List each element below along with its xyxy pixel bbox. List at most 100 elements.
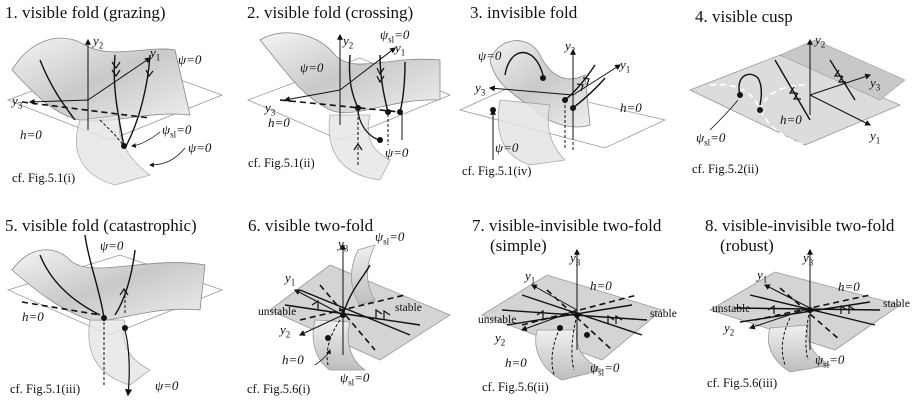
- panel-8-subtitle: (robust): [720, 236, 774, 255]
- label-y2: y2: [815, 32, 826, 50]
- label-y1: y1: [150, 45, 161, 63]
- trajectory: [829, 59, 856, 101]
- panel-1-reference: cf. Fig.5.1(i): [12, 171, 76, 185]
- trajectory: [379, 54, 389, 113]
- label-y3: y3: [475, 80, 486, 98]
- panel-8-diagram: [709, 248, 901, 373]
- trajectory: [326, 319, 341, 366]
- flow-arrow: [376, 75, 385, 84]
- label-unstable: unstable: [478, 314, 517, 326]
- trajectory: [284, 304, 421, 326]
- fold-point: [325, 335, 331, 341]
- flow-arrow: [311, 299, 319, 309]
- label-psi: ψ=0: [178, 52, 202, 67]
- flow-arrow: [119, 287, 129, 296]
- label-h-top: h=0: [590, 278, 612, 293]
- flow-arrow: [353, 142, 363, 151]
- fold-point: [122, 325, 128, 331]
- trajectory: [564, 64, 596, 101]
- label-y2: y2: [565, 38, 576, 56]
- fold-point: [101, 315, 107, 321]
- label-y1: y1: [285, 270, 296, 288]
- label-psi-sl: ψsl=0: [162, 122, 192, 140]
- label-y3: y3: [338, 236, 349, 254]
- label-unstable: unstable: [258, 306, 297, 318]
- label-y2: y2: [724, 320, 735, 338]
- panel-6-diagram: [269, 243, 451, 371]
- label-y1: y1: [757, 267, 768, 285]
- label-h: h=0: [505, 355, 527, 370]
- label-h: h=0: [838, 279, 860, 294]
- label-y2: y2: [280, 322, 291, 340]
- fold-line: [546, 289, 613, 351]
- trajectory: [124, 54, 151, 149]
- label-y1: y1: [870, 128, 881, 146]
- label-stable: stable: [395, 302, 422, 314]
- trajectory: [99, 119, 125, 147]
- label-y3: y3: [265, 100, 276, 118]
- fold-point: [397, 109, 403, 115]
- flow-arrow: [536, 309, 544, 319]
- axis-y1: [763, 284, 811, 309]
- axis-y3: [488, 85, 574, 96]
- label-psi-sl-2: ψsl=0: [340, 370, 370, 388]
- axis-y1: [339, 47, 396, 91]
- trajectory: [572, 77, 606, 109]
- label-psi: ψ=0: [100, 238, 124, 253]
- label-y1: y1: [525, 268, 536, 286]
- panel-6-reference: cf. Fig.5.6(i): [247, 382, 311, 396]
- flow-arrow: [833, 69, 842, 77]
- axis-y1: [87, 57, 151, 101]
- trajectory: [299, 289, 411, 336]
- lower-surface: [497, 99, 566, 166]
- panel-7-reference: cf. Fig.5.6(ii): [482, 380, 549, 394]
- two-fold-point: [340, 312, 346, 318]
- flow-arrow: [576, 83, 584, 92]
- fold-point: [737, 92, 743, 98]
- lower-surface: [76, 114, 151, 186]
- label-y3: y3: [570, 250, 581, 268]
- fold-point: [121, 143, 127, 149]
- pointer: [131, 131, 161, 148]
- pointer: [314, 349, 331, 366]
- label-psi-sl: ψsl=0: [590, 360, 620, 378]
- panel-1-title: 1. visible fold (grazing): [5, 3, 166, 22]
- label-y2: y2: [495, 330, 506, 348]
- trajectory: [39, 254, 101, 316]
- psi-surface: [768, 324, 832, 373]
- fold-line: [21, 301, 101, 316]
- panel-7-diagram: [481, 248, 663, 381]
- panel-3-reference: cf. Fig.5.1(iv): [462, 164, 532, 178]
- panel-5-reference: cf. Fig.5.1(iii): [10, 382, 81, 396]
- trajectory: [738, 73, 763, 106]
- label-psi-sl: ψsl=0: [815, 352, 845, 370]
- flow-arrow: [376, 67, 385, 76]
- panel-8-title: 8. visible-invisible two-fold: [705, 216, 895, 235]
- fold-point: [570, 105, 576, 111]
- label-psi-sl: ψsl=0: [375, 229, 405, 247]
- axis-y2: [520, 309, 578, 332]
- label-h: h=0: [780, 112, 802, 127]
- label-psi: ψ=0: [478, 48, 502, 63]
- axis-y1: [809, 94, 872, 126]
- fold-line: [21, 101, 151, 119]
- trajectory: [781, 317, 791, 366]
- trajectory: [739, 301, 871, 323]
- label-stable: stable: [650, 308, 677, 320]
- label-h: h=0: [282, 352, 304, 367]
- trajectory: [113, 54, 125, 147]
- label-h: h=0: [268, 115, 290, 130]
- pointer: [149, 147, 186, 168]
- trajectory: [114, 249, 136, 316]
- flow-arrow: [375, 308, 383, 318]
- label-y3: y3: [870, 75, 881, 93]
- trajectory: [39, 59, 76, 121]
- lower-surface: [328, 114, 391, 181]
- lower-surface: [88, 319, 151, 386]
- flow-arrow: [840, 304, 848, 314]
- fold-point: [377, 137, 383, 143]
- trajectory: [551, 327, 561, 376]
- label-y2: y2: [93, 33, 104, 51]
- panel-2-diagram: [246, 32, 452, 181]
- label-y3: y3: [12, 93, 23, 111]
